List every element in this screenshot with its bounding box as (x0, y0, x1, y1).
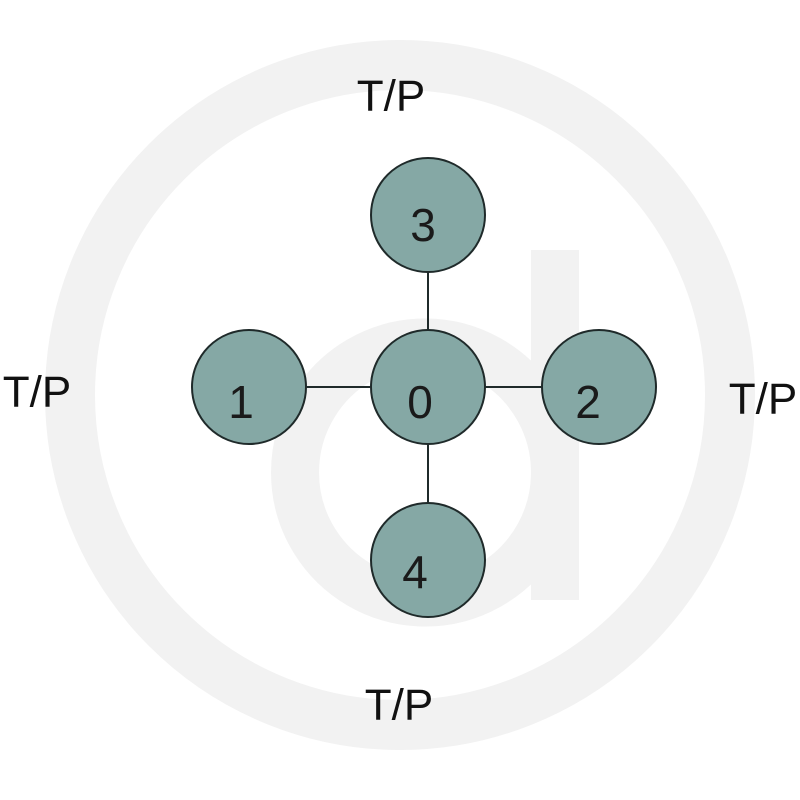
pin-3: 3 (370, 157, 486, 273)
pin-1-circle (191, 329, 307, 445)
pin-2-circle (541, 329, 657, 445)
pin-3-label: 3 (410, 199, 436, 251)
pin-4: 4 (370, 502, 486, 618)
pin-0-label: 0 (407, 376, 433, 428)
pin-0: 0 (370, 329, 486, 445)
pin-1-label: 1 (228, 376, 254, 428)
pin-4-circle (370, 502, 486, 618)
pin-2-label: 2 (575, 376, 601, 428)
side-label-right: T/P (729, 375, 797, 424)
side-label-top: T/P (357, 72, 425, 121)
side-label-bottom: T/P (365, 681, 433, 730)
pin-3-circle (370, 157, 486, 273)
pin-2: 2 (541, 329, 657, 445)
connector-lines (306, 272, 543, 505)
watermark-logo (45, 40, 755, 750)
pin-0-circle (370, 329, 486, 445)
side-label-left: T/P (3, 368, 71, 417)
pin-4-label: 4 (402, 546, 428, 598)
pin-1: 1 (191, 329, 307, 445)
